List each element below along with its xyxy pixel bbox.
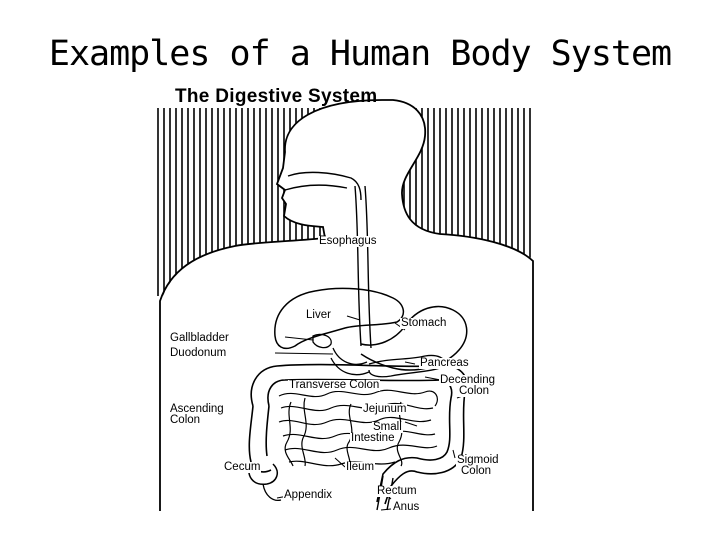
diagram-drawing [157,99,534,511]
label-small-intestine-line1: Small [372,421,403,433]
gallbladder [312,333,332,349]
label-stomach: Stomach [400,317,448,329]
label-sigmoid-colon-line2: Colon [460,465,493,477]
label-jejunum: Jejunum [362,403,408,415]
duodenum [330,347,370,376]
label-transverse-colon: Transverse Colon [288,379,381,391]
body-outline [159,99,534,511]
label-esophagus: Esophagus [318,235,378,247]
label-ascending-colon-line2: Colon [169,414,202,426]
label-decending-colon-line2: Colon [458,385,491,397]
label-small-intestine-line2: Intestine [350,432,396,444]
label-rectum: Rectum [376,485,418,497]
label-anus: Anus [392,501,421,513]
appendix-shape [262,483,282,502]
label-decending-colon-line1: Decending [439,374,496,386]
label-cecum: Cecum [223,461,262,473]
esophagus [354,185,372,349]
digestive-system-diagram: The Digestive System Esophagus Liver Sto… [155,86,535,516]
slide-title: Examples of a Human Body System [48,34,672,74]
diagram-title: The Digestive System [175,86,378,107]
label-gallbladder: Gallbladder [169,332,230,344]
liver [274,287,405,350]
label-sigmoid-colon-line1: Sigmoid [456,454,500,466]
label-ascending-colon-line1: Ascending [169,403,225,415]
small-intestine-coils [278,389,438,469]
label-duodonum: Duodonum [169,347,228,359]
label-pancreas: Pancreas [419,357,470,369]
label-appendix: Appendix [283,489,333,501]
label-liver: Liver [305,309,332,321]
label-ileum: Ileum [345,461,376,473]
pharynx [284,171,362,201]
background-hatching [157,108,531,296]
